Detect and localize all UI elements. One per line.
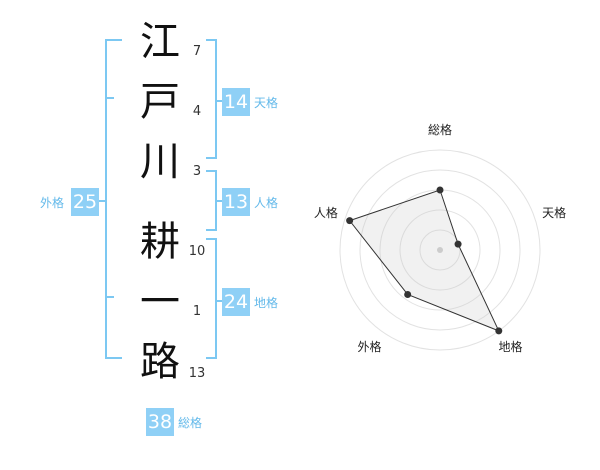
radar-point-5 (346, 217, 354, 225)
radar-axis-label-2: 天格 (542, 205, 566, 220)
stroke-count-1: 7 (192, 44, 202, 59)
radar-axis-label-5: 人格 (314, 205, 338, 220)
tenkaku-label: 天格 (254, 96, 279, 110)
radar-point-2 (454, 240, 462, 248)
radar-data-polygon (348, 189, 500, 332)
name-char-3: 川 (140, 139, 180, 185)
radar-point-3 (495, 327, 503, 335)
stroke-count-4: 10 (188, 244, 206, 259)
gaikaku-bracket (105, 39, 122, 359)
radar-ring (359, 169, 521, 331)
radar-point-1 (436, 186, 444, 194)
name-char-4: 耕 (140, 219, 180, 265)
name-char-5: 一 (140, 279, 180, 325)
tenkaku-bracket (206, 39, 217, 159)
radar-ring (399, 209, 481, 291)
gaikaku-label: 外格 (40, 196, 65, 210)
gaikaku-value: 25 (71, 188, 99, 216)
tenkaku-value: 14 (222, 88, 250, 116)
jinkaku-label: 人格 (254, 196, 279, 210)
chikaku-label: 地格 (254, 296, 279, 310)
radar-axis-label-3: 地格 (499, 339, 523, 354)
radar-axis-label-4: 外格 (357, 339, 381, 354)
jinkaku-value: 13 (222, 188, 250, 216)
name-char-1: 江 (140, 19, 180, 65)
stroke-count-2: 4 (192, 104, 202, 119)
radar-point-4 (404, 290, 412, 298)
stroke-count-6: 13 (188, 366, 206, 381)
soukaku-label: 総格 (178, 416, 203, 430)
soukaku-value: 38 (146, 408, 174, 436)
name-char-2: 戸 (140, 79, 180, 125)
chikaku-bracket (206, 238, 217, 359)
radar-ring (419, 229, 461, 271)
stroke-count-3: 3 (192, 164, 202, 179)
chikaku-value: 24 (222, 288, 250, 316)
radar-center-dot (437, 247, 443, 253)
name-char-6: 路 (140, 339, 180, 385)
stroke-count-5: 1 (192, 304, 202, 319)
radar-axis-label-1: 総格 (428, 122, 452, 137)
